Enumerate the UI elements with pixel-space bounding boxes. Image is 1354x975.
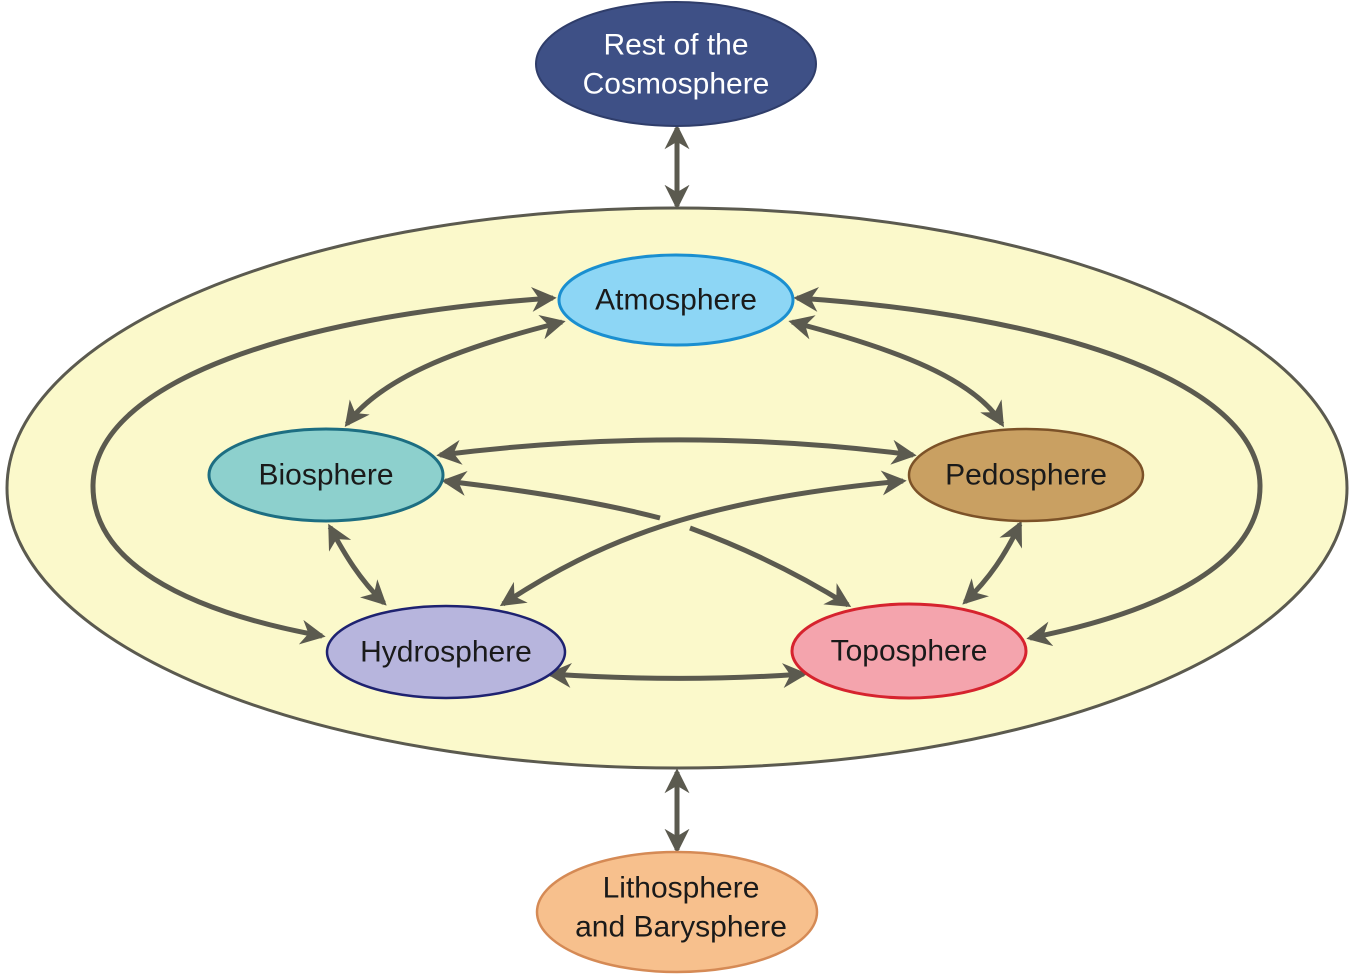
lithosphere-ellipse xyxy=(535,850,819,974)
node-hydrosphere[interactable]: Hydrosphere xyxy=(325,604,567,700)
arrow-hydrosphere-pedosphere xyxy=(499,470,907,607)
lithosphere-label-line1: Lithosphere xyxy=(603,872,760,905)
hydrosphere-label: Hydrosphere xyxy=(360,636,532,669)
arrow-atmosphere-pedosphere xyxy=(788,315,1005,428)
atmosphere-ellipse xyxy=(557,253,795,347)
arrow-biosphere-hydrosphere xyxy=(327,523,387,606)
pedosphere-label: Pedosphere xyxy=(945,459,1107,492)
toposphere-ellipse xyxy=(790,602,1028,700)
hydrosphere-ellipse xyxy=(325,604,567,700)
arrow-biosphere-pedosphere xyxy=(436,437,917,465)
arrow-atmosphere-biosphere xyxy=(344,315,566,427)
node-pedosphere[interactable]: Pedosphere xyxy=(907,427,1145,523)
node-toposphere[interactable]: Toposphere xyxy=(790,602,1028,700)
atmosphere-label: Atmosphere xyxy=(595,284,757,317)
node-biosphere[interactable]: Biosphere xyxy=(207,427,445,523)
node-atmosphere[interactable]: Atmosphere xyxy=(557,253,795,347)
cosmosphere-ellipse xyxy=(535,1,817,127)
biosphere-label: Biosphere xyxy=(258,459,393,492)
node-cosmosphere[interactable]: Rest of the Cosmosphere xyxy=(535,1,817,127)
pedosphere-ellipse xyxy=(907,427,1145,523)
arrow-hydrosphere-toposphere xyxy=(546,662,808,688)
biosphere-ellipse xyxy=(207,427,445,523)
toposphere-label: Toposphere xyxy=(831,635,988,668)
lithosphere-label-line2: and Barysphere xyxy=(575,911,787,944)
node-lithosphere[interactable]: Lithosphere and Barysphere xyxy=(535,850,819,974)
cosmosphere-label-line1: Rest of the xyxy=(603,29,748,62)
arrow-pedosphere-toposphere xyxy=(962,520,1023,605)
cosmosphere-label-line2: Cosmosphere xyxy=(583,68,770,101)
